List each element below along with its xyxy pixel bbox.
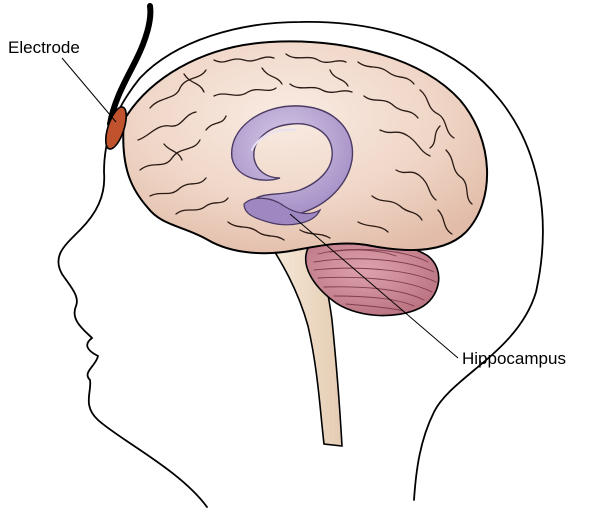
electrode-leader-line — [62, 58, 116, 122]
hippocampus-label: Hippocampus — [462, 350, 566, 367]
electrode-label: Electrode — [8, 39, 80, 56]
